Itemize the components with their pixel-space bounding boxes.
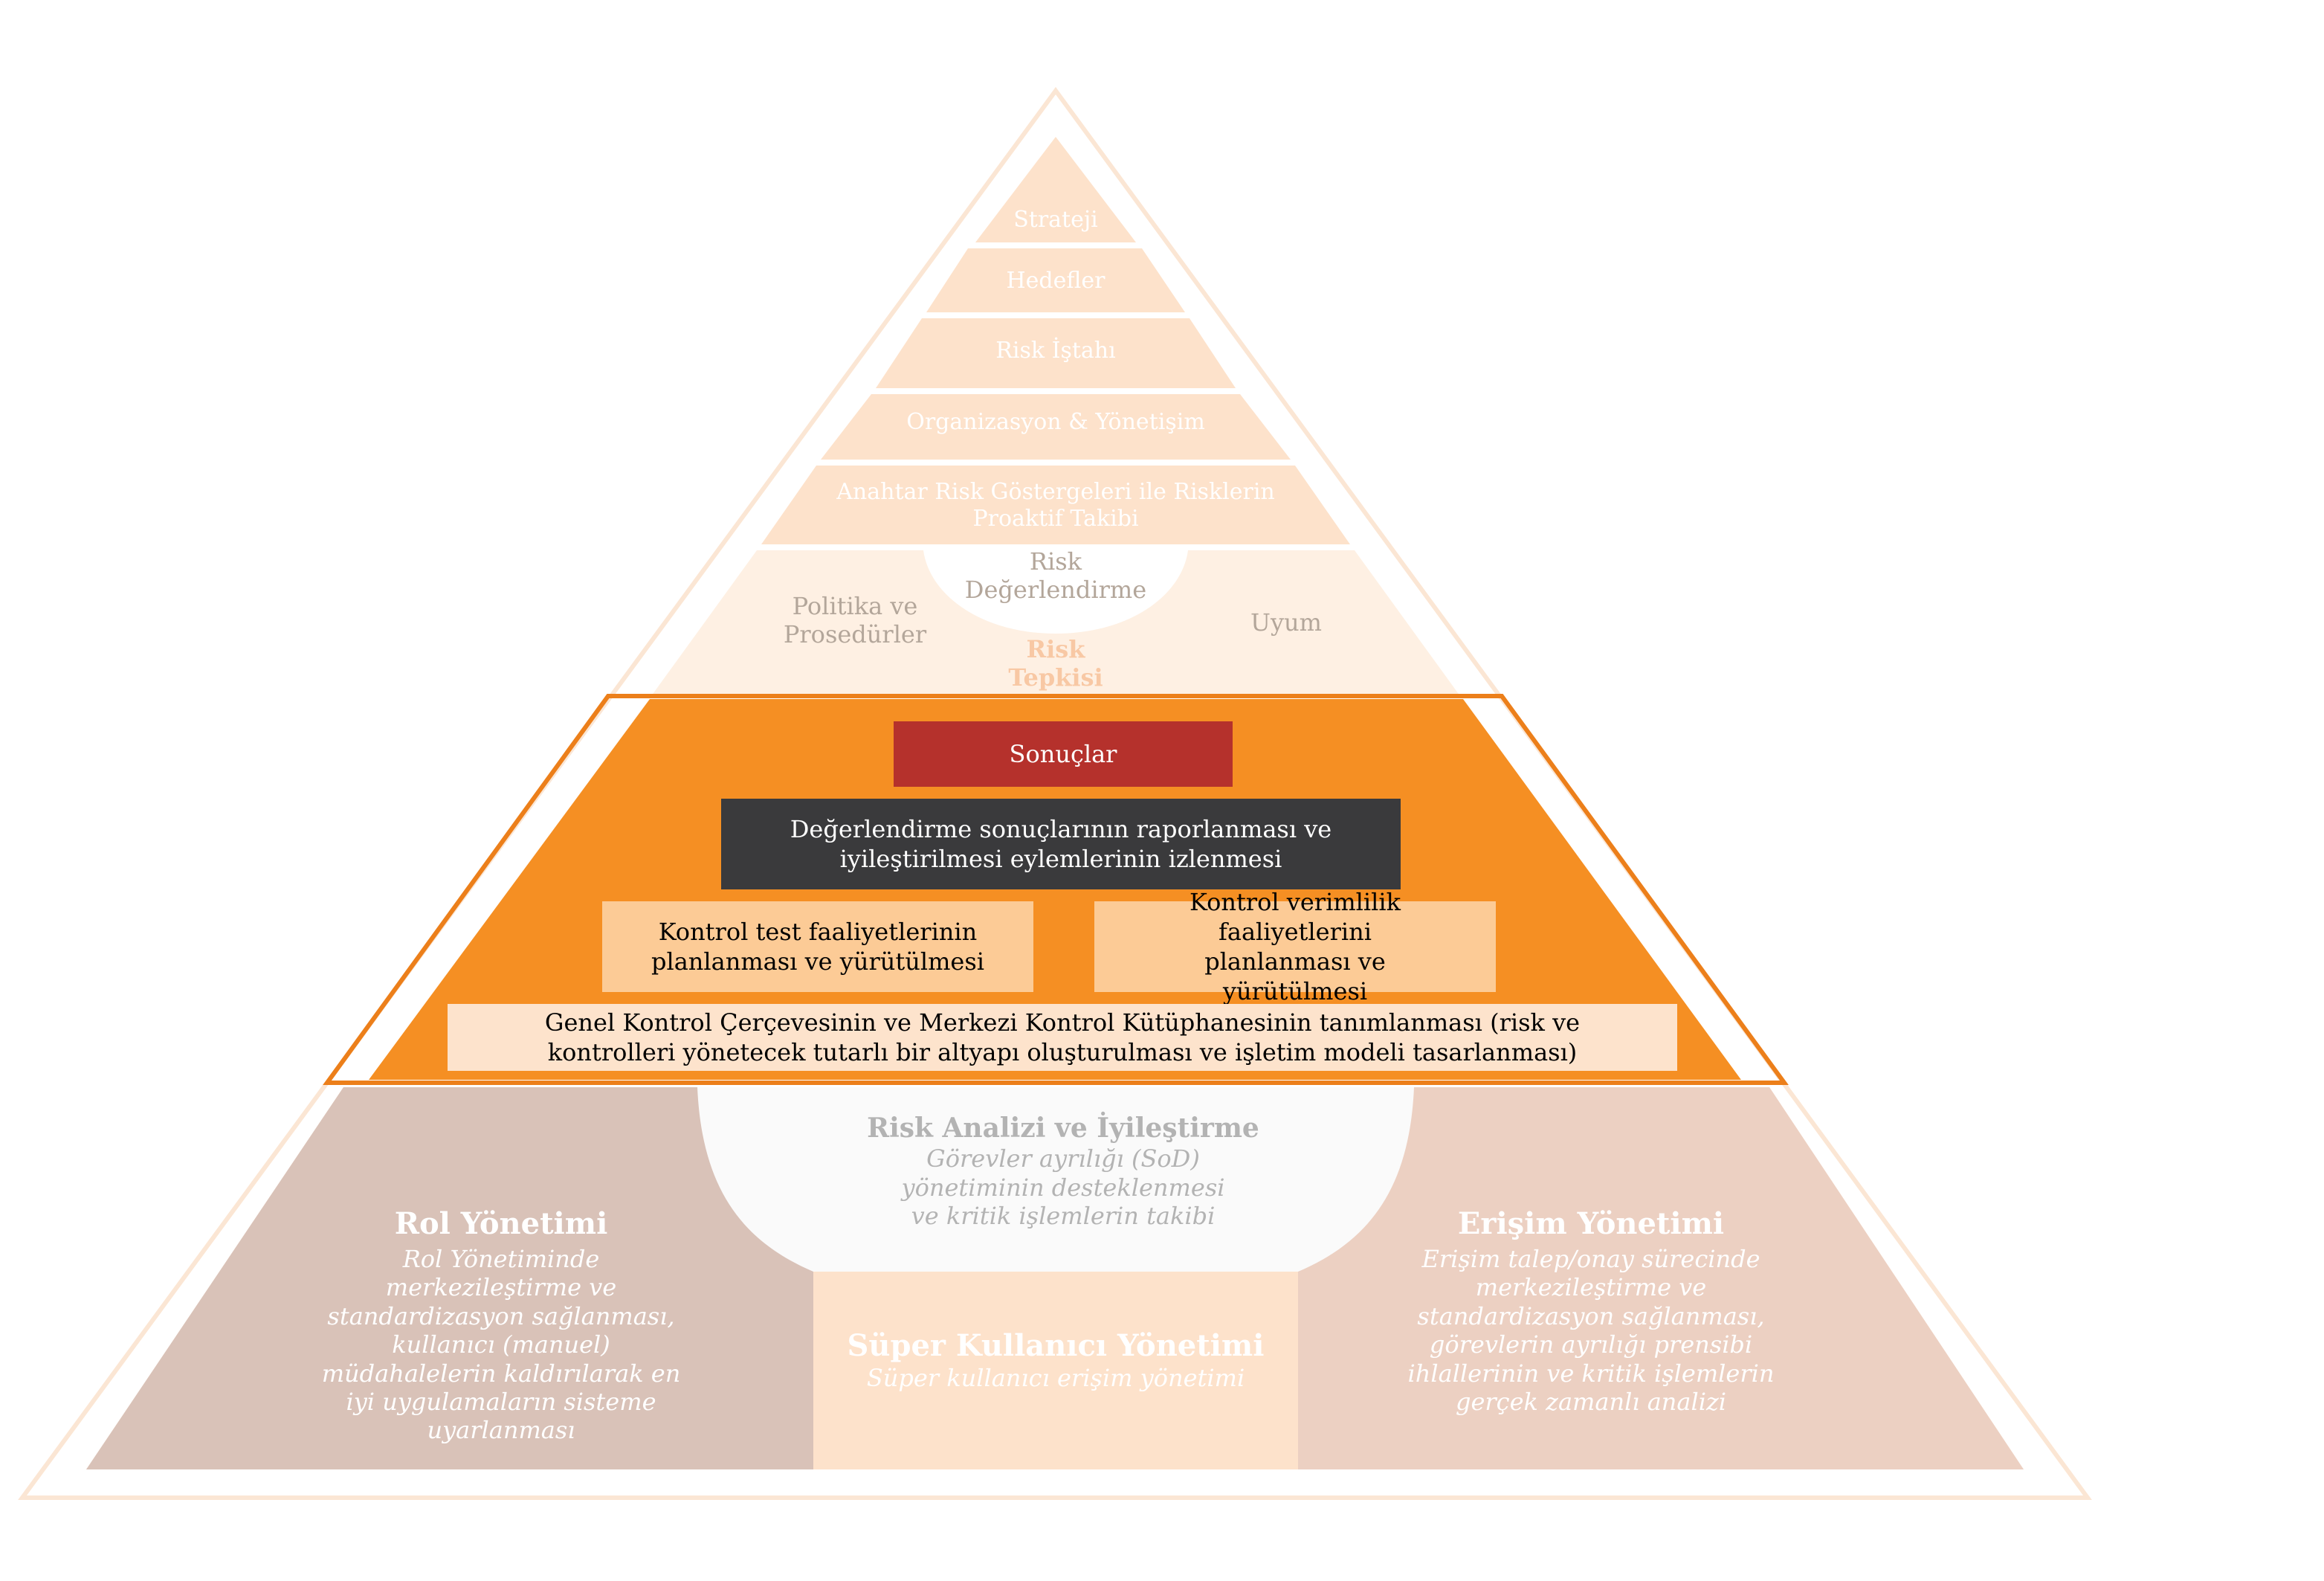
layer-label-hedefler: Hedefler bbox=[1006, 268, 1105, 294]
access-management-title: Erişim Yönetimi bbox=[1457, 1206, 1725, 1241]
framework-box: Genel Kontrol Çerçevesinin ve Merkezi Ko… bbox=[448, 1004, 1677, 1071]
control-test-box: Kontrol test faaliyetlerinin planlanması… bbox=[602, 901, 1033, 992]
risk-analysis-area bbox=[697, 1087, 1414, 1272]
access-management-desc: Erişim talep/onay sürecinde merkezileşti… bbox=[1407, 1245, 1775, 1416]
orange-section-edge bbox=[323, 694, 1789, 1085]
super-user-block: Süper Kullanıcı Yönetimi Süper kullanıcı… bbox=[825, 1328, 1286, 1392]
risk-istahi-layer bbox=[876, 318, 1236, 388]
role-management-desc: Rol Yönetiminde merkezileştirme ve stand… bbox=[321, 1245, 681, 1445]
access-management-block: Erişim Yönetimi Erişim talep/onay süreci… bbox=[1398, 1206, 1784, 1416]
cycle-label-uyum: Uyum bbox=[1250, 608, 1322, 637]
role-management-block: Rol Yönetimi Rol Yönetiminde merkezileşt… bbox=[300, 1206, 702, 1445]
anahtar-risk-layer bbox=[761, 466, 1350, 544]
access-management-area bbox=[1298, 1087, 2024, 1469]
cycle-label-politika: Politika ve Prosedürler bbox=[783, 592, 927, 649]
organizasyon-layer bbox=[821, 394, 1291, 460]
layer-label-organizasyon: Organizasyon & Yönetişim bbox=[906, 409, 1205, 435]
risk-analysis-title: Risk Analizi ve İyileştirme bbox=[867, 1113, 1259, 1144]
results-box: Sonuçlar bbox=[894, 721, 1233, 787]
reporting-box: Değerlendirme sonuçlarının raporlanması … bbox=[721, 799, 1401, 889]
strateji-layer bbox=[975, 137, 1136, 242]
layer-label-anahtar-risk: Anahtar Risk Göstergeleri ile Risklerin … bbox=[836, 479, 1275, 532]
cycle-label-risk-degerlendirme: Risk Değerlendirme bbox=[964, 547, 1147, 605]
risk-analysis-block: Risk Analizi ve İyileştirme Görevler ayr… bbox=[862, 1113, 1264, 1230]
role-management-area bbox=[86, 1087, 813, 1469]
hedefler-layer bbox=[926, 248, 1185, 312]
layer-label-risk-istahi: Risk İştahı bbox=[995, 338, 1116, 364]
risk-analysis-desc: Görevler ayrılığı (SoD) yönetiminin dest… bbox=[901, 1144, 1225, 1230]
super-user-title: Süper Kullanıcı Yönetimi bbox=[847, 1328, 1265, 1363]
cycle-label-risk-tepkisi: Risk Tepkisi bbox=[1008, 635, 1103, 692]
role-management-title: Rol Yönetimi bbox=[394, 1206, 608, 1241]
layer-label-strateji: Strateji bbox=[1013, 207, 1098, 233]
control-efficiency-box: Kontrol verimlilik faaliyetlerini planla… bbox=[1094, 888, 1496, 1005]
cycle-center-circle bbox=[923, 550, 1188, 634]
super-user-desc: Süper kullanıcı erişim yönetimi bbox=[866, 1364, 1245, 1392]
